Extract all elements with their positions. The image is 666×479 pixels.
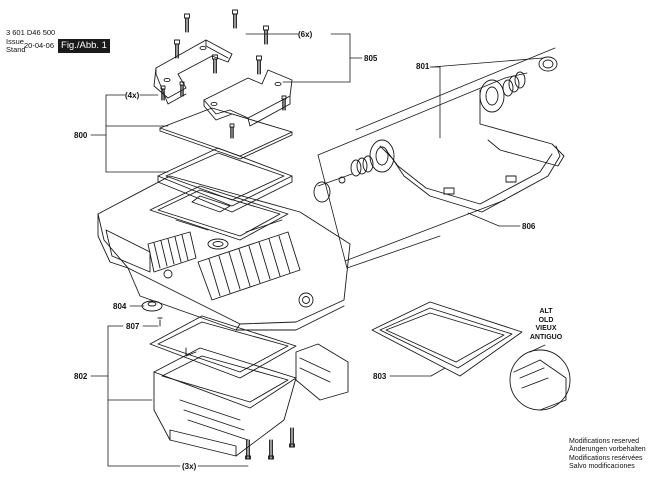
cover-plate-800 <box>159 107 293 160</box>
callout-801: 801 <box>416 62 430 71</box>
callout-804: 804 <box>113 302 127 311</box>
figure-label: Fig./Abb. 1 <box>58 39 110 53</box>
old-version-en: OLD <box>538 316 554 324</box>
issue-label: Issue <box>6 37 24 46</box>
mod-note-de: Änderungen vorbehalten <box>569 446 646 454</box>
vent-grille-left <box>147 231 197 273</box>
callout-805-qty: (6x) <box>298 30 313 39</box>
callout-805: 805 <box>364 54 378 63</box>
mod-note-es: Salvo modificaciones <box>569 463 635 471</box>
mod-note-fr: Modifications resérvées <box>569 454 643 462</box>
old-version-es: ANTIGUO <box>529 333 563 341</box>
gasket-807 <box>149 315 297 379</box>
callout-800-qty: (4x) <box>125 91 140 100</box>
detail-inset-803 <box>509 349 571 411</box>
gasket-frame-upper <box>157 147 293 213</box>
knob-804 <box>141 300 163 327</box>
old-version-label: ALT OLD VIEUX ANTIGUO <box>524 308 568 342</box>
callout-802: 802 <box>74 372 88 381</box>
modifications-note: Modifications reserved Änderungen vorbeh… <box>569 438 646 472</box>
seal-803 <box>371 301 523 377</box>
callout-806: 806 <box>522 222 536 231</box>
callout-807: 807 <box>126 322 140 331</box>
stand-label: Stand <box>6 45 26 54</box>
callout-803: 803 <box>373 372 387 381</box>
vent-grille-right <box>197 231 301 301</box>
callout-800: 800 <box>74 131 88 140</box>
lower-tray-802 <box>153 347 297 457</box>
doc-number: 3 601 D46 500 <box>6 28 56 37</box>
leader-lines <box>90 33 556 467</box>
main-housing <box>97 175 351 331</box>
handle-bail-806 <box>313 139 561 213</box>
screws-802 <box>245 427 295 460</box>
old-version-fr: VIEUX <box>535 325 557 333</box>
latch-801 <box>479 56 565 167</box>
handle-805-left <box>153 39 233 105</box>
mod-note-en: Modifications reserved <box>569 438 640 445</box>
handle-805-right <box>203 69 293 127</box>
old-version-de: ALT <box>539 308 553 315</box>
screws-805 <box>174 9 269 75</box>
callout-802-qty: (3x) <box>182 462 197 471</box>
detail-inset-807 <box>295 343 349 401</box>
screws-800 <box>160 81 287 139</box>
issue-date: 20-04-06 <box>24 41 55 50</box>
